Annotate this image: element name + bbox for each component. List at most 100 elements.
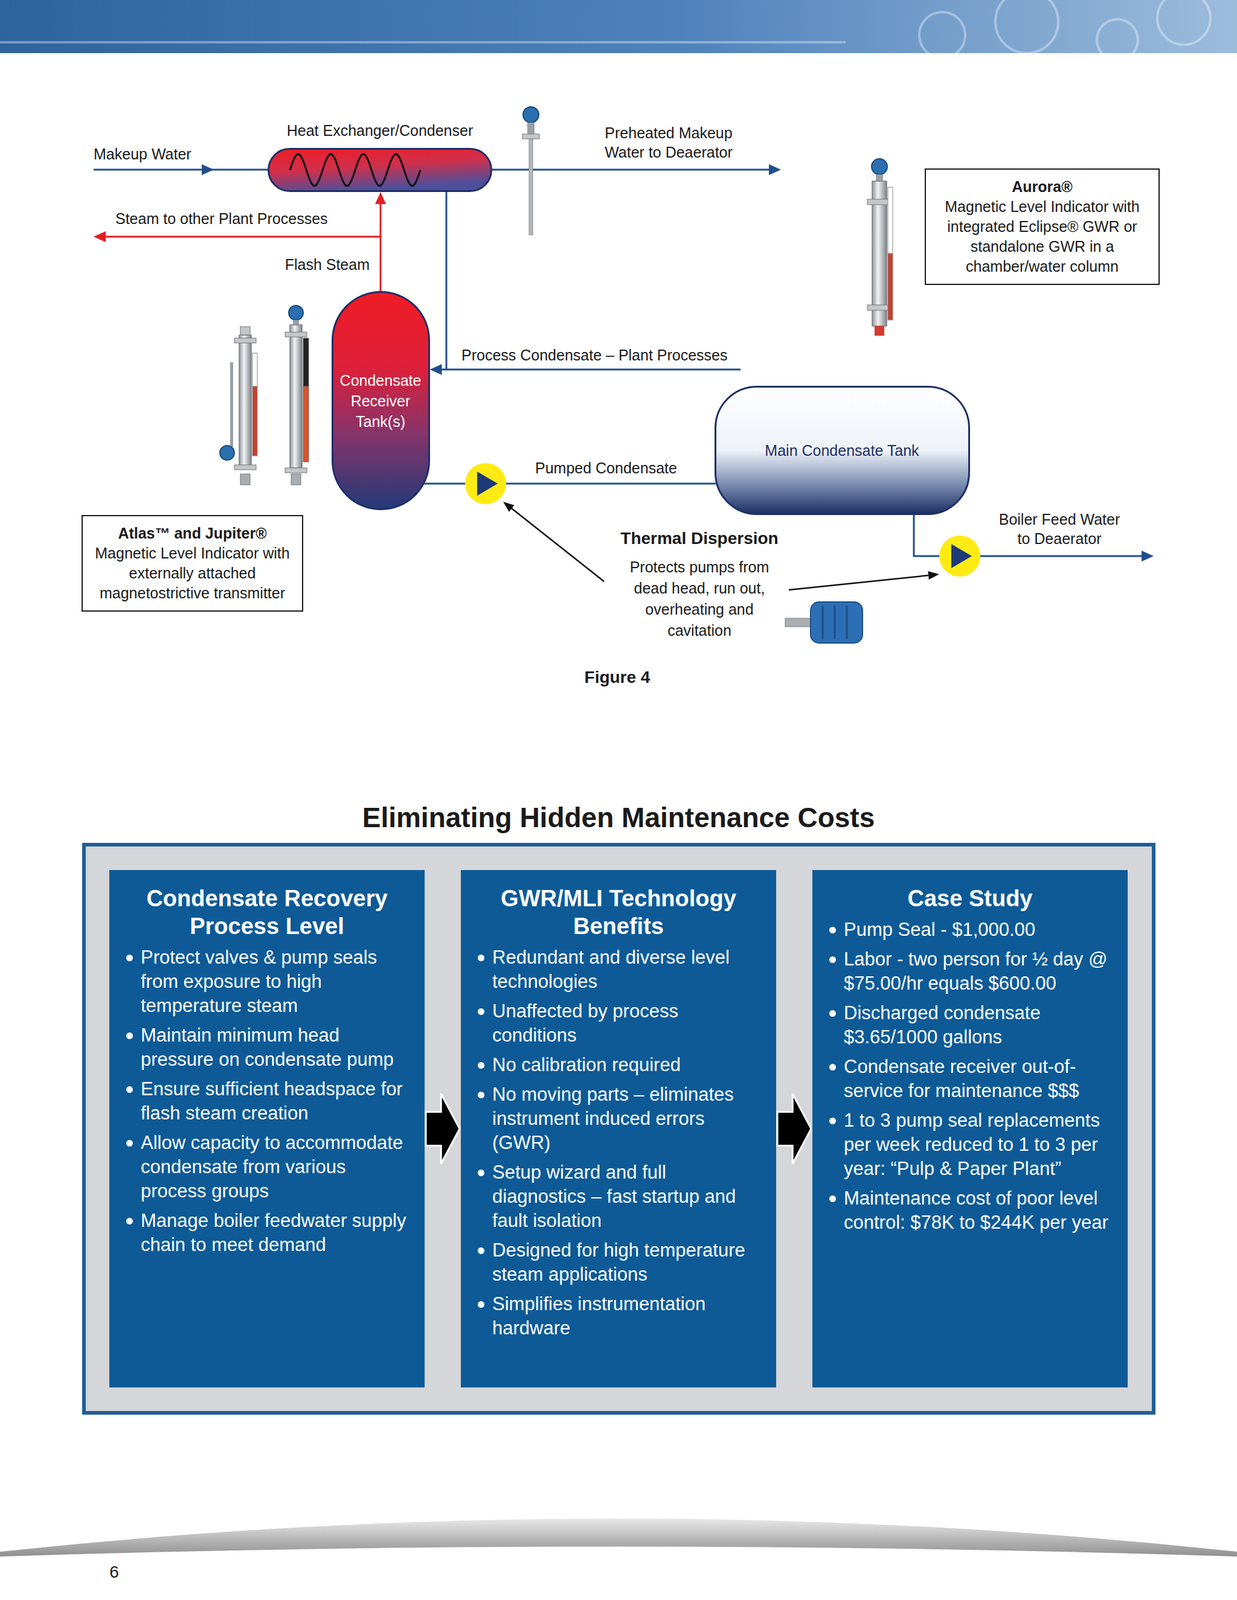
info-panel: Condensate Recovery Process LevelProtect…	[109, 870, 425, 1389]
box-heading: Atlas™ and Jupiter®	[92, 523, 293, 544]
arrowhead	[503, 501, 515, 513]
flange	[285, 332, 307, 338]
bullet-item: Maintenance cost of poor level control: …	[825, 1186, 1115, 1236]
arrowhead	[375, 192, 386, 205]
box-heading: Aurora®	[935, 176, 1149, 197]
atlas-instrument	[219, 326, 258, 486]
bullet-dot	[126, 1032, 133, 1040]
pump-triangle	[951, 544, 972, 569]
indicator-strip	[887, 253, 893, 321]
bullet-dot	[126, 1140, 133, 1148]
transmitter-head	[288, 305, 304, 321]
bullet-dot	[126, 1086, 133, 1094]
transmitter-neck	[527, 122, 535, 135]
cap	[240, 326, 251, 336]
bullet-item: Labor - two person for ½ day @ $75.00/hr…	[825, 947, 1115, 997]
bullet-item: Unaffected by process conditions	[474, 999, 763, 1048]
bullet-dot	[829, 1010, 836, 1018]
edge-label: Pumped Condensate	[535, 458, 678, 478]
bullet-text: Designed for high temperature steam appl…	[492, 1240, 746, 1286]
bullet-dot	[829, 956, 836, 964]
transmitter-head	[871, 158, 888, 175]
block-arrow	[777, 1094, 812, 1165]
arrowhead	[1141, 550, 1154, 562]
section-title: Eliminating Hidden Maintenance Costs	[362, 801, 876, 835]
bullet-item: Simplifies instrumentation hardware	[474, 1292, 763, 1341]
bullet-text: Protect valves & pump seals from exposur…	[140, 947, 377, 1017]
connector	[425, 1094, 460, 1165]
callout-box: Atlas™ and Jupiter®Magnetic Level Indica…	[81, 515, 304, 612]
bullet-text: Labor - two person for ½ day @ $75.00/hr…	[843, 948, 1108, 995]
bullet-dot	[477, 1092, 485, 1099]
flow-label: Preheated Makeup Water to Deaerator	[590, 123, 748, 162]
bullet-dot	[829, 1064, 836, 1071]
indicator-strip	[887, 187, 893, 254]
bullet-item: Pump Seal - $1,000.00	[825, 918, 1115, 943]
footer-swoosh	[0, 1519, 1237, 1558]
banner-pipe	[0, 41, 846, 44]
bullet-dot	[126, 954, 133, 962]
bullet-item: No moving parts – eliminates instrument …	[474, 1082, 763, 1156]
bullet-text: Condensate receiver out-of-service for m…	[843, 1056, 1079, 1102]
pump-symbol	[939, 535, 981, 577]
bullet-text: Maintain minimum head pressure on conden…	[140, 1024, 394, 1071]
connector	[777, 1094, 812, 1165]
box-body: Magnetic Level Indicator with externally…	[92, 543, 293, 604]
bullet-text: Ensure sufficient headspace for flash st…	[140, 1078, 403, 1125]
gauge-outline	[995, 0, 1059, 54]
bullet-text: Allow capacity to accommodate condensate…	[140, 1132, 403, 1202]
flow-line	[379, 199, 382, 292]
bullet-dot	[477, 954, 485, 962]
panel-frame	[83, 845, 1154, 1414]
bullet-item: Protect valves & pump seals from exposur…	[122, 945, 412, 1019]
transmitter-head	[219, 445, 235, 461]
steam-line	[99, 236, 381, 238]
bullet-item: Designed for high temperature steam appl…	[474, 1238, 763, 1288]
bullet-text: No moving parts – eliminates instrument …	[492, 1084, 734, 1154]
connector	[375, 192, 386, 292]
bullet-dot	[829, 927, 836, 934]
indicator-strip	[303, 386, 309, 463]
header-banner	[0, 0, 1237, 54]
transmitter-neck	[875, 174, 884, 182]
flow-line	[446, 369, 741, 371]
node-label: Main Condensate Tank	[764, 441, 919, 460]
vessel-body	[332, 292, 429, 510]
bullet-text: Unaffected by process conditions	[492, 1000, 679, 1047]
bullet-item: Maintain minimum head pressure on conden…	[122, 1023, 412, 1073]
pump-triangle	[477, 471, 498, 496]
bullet-item: Allow capacity to accommodate condensate…	[122, 1131, 412, 1204]
bullet-dot	[477, 1062, 485, 1070]
bullet-item: Setup wizard and full diagnostics – fast…	[474, 1160, 763, 1234]
arrowhead	[927, 571, 940, 580]
arrowhead	[768, 164, 781, 176]
sensor-tube	[230, 362, 234, 447]
receiver-tank: Condensate Receiver Tank(s)	[331, 291, 431, 511]
gwr-probe	[522, 106, 540, 235]
arrowhead	[201, 164, 214, 176]
flow-label: Process Condensate – Plant Processes	[461, 345, 728, 365]
transmitter-head	[523, 106, 539, 123]
callout-box: Aurora®Magnetic Level Indicator with int…	[924, 168, 1160, 286]
heating-coil	[289, 154, 421, 186]
main-tank: Main Condensate Tank	[714, 385, 971, 516]
flange	[522, 134, 540, 139]
thermal-dispersion-sensor	[785, 602, 863, 644]
node-label: Condensate Receiver Tank(s)	[340, 370, 422, 432]
transmitter-neck	[292, 320, 299, 325]
flow-label: Makeup Water	[93, 144, 192, 164]
flow-line	[93, 169, 268, 171]
bullet-item: Ensure sufficient headspace for flash st…	[122, 1077, 412, 1126]
flange	[285, 468, 307, 473]
pump-circle	[939, 535, 981, 577]
bullet-text: Setup wizard and full diagnostics – fast…	[492, 1162, 736, 1232]
bullet-item: Condensate receiver out-of-service for m…	[825, 1055, 1115, 1104]
node-label: Heat Exchanger/Condenser	[286, 121, 474, 140]
sensor-probe	[785, 618, 813, 627]
bullet-dot	[829, 1195, 836, 1203]
leader-line	[511, 508, 605, 582]
block-arrow	[425, 1094, 460, 1165]
aurora-instrument	[867, 158, 893, 336]
panel-heading: GWR/MLI Technology Benefits	[474, 884, 763, 941]
